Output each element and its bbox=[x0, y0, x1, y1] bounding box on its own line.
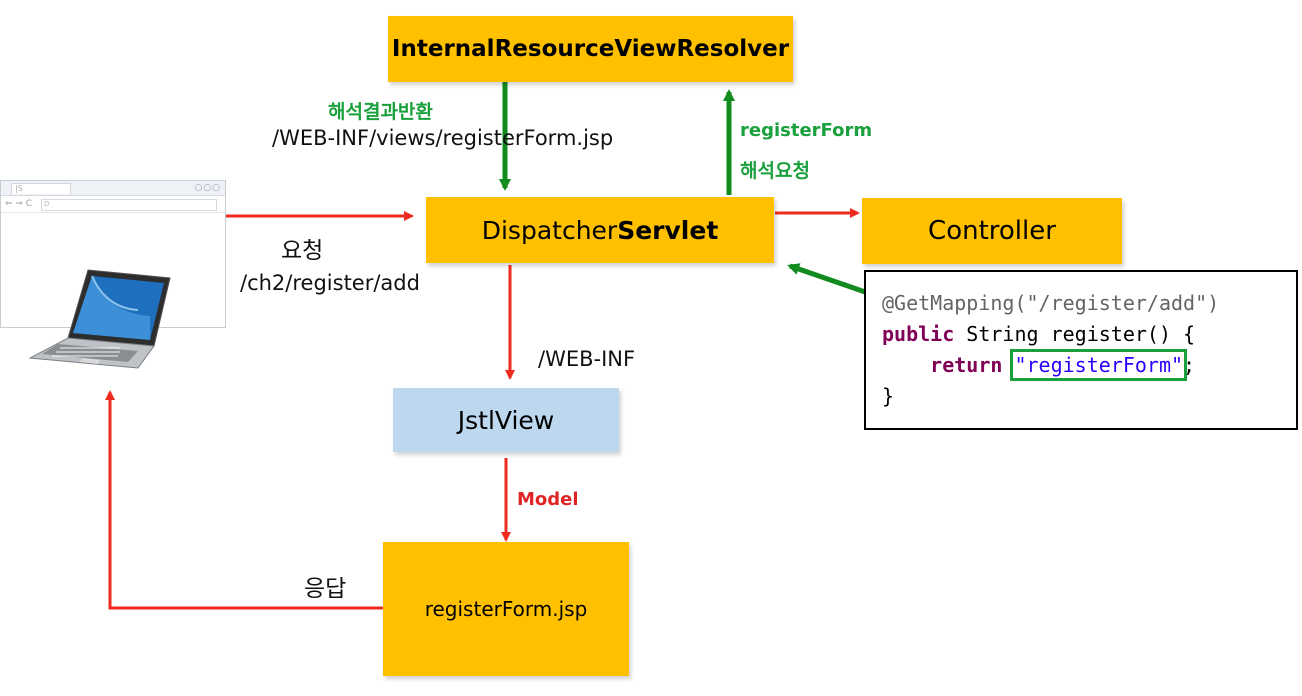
response-arrow bbox=[105, 390, 383, 610]
resolve-path-label: /WEB-INF/views/registerForm.jsp bbox=[272, 126, 614, 150]
resolve-request-label: 해석요청 bbox=[740, 160, 810, 182]
dispatcher-bold: Servlet bbox=[617, 215, 719, 245]
code-keyword-public: public bbox=[882, 322, 955, 346]
code-return-string-highlight: "registerForm" bbox=[1010, 349, 1188, 381]
code-method-signature: String register() { bbox=[954, 322, 1196, 346]
dispatcher-servlet-box: DispatcherServlet bbox=[426, 197, 774, 263]
browser-url-bar: D bbox=[41, 199, 217, 211]
controller-box: Controller bbox=[862, 198, 1122, 264]
code-keyword-return: return bbox=[930, 353, 1003, 377]
window-controls-icon: ○○○ bbox=[194, 183, 221, 193]
jstlview-label: JstlView bbox=[457, 405, 555, 435]
jstlview-box: JstlView bbox=[393, 388, 619, 452]
code-line-method: public String register() { bbox=[882, 319, 1296, 350]
web-inf-label: /WEB-INF bbox=[538, 347, 636, 371]
controller-code-box: @GetMapping("/register/add") public Stri… bbox=[864, 270, 1298, 430]
browser-nav-icons: ⇐ ⇒ C bbox=[5, 199, 33, 209]
code-semicolon: ; bbox=[1183, 353, 1196, 377]
browser-nav-bar: ⇐ ⇒ C D bbox=[1, 196, 225, 213]
code-indent bbox=[882, 353, 930, 377]
view-name-label: registerForm bbox=[740, 120, 873, 141]
jsp-label: registerForm.jsp bbox=[424, 597, 588, 621]
laptop-icon bbox=[28, 269, 171, 369]
code-line-annotation: @GetMapping("/register/add") bbox=[882, 291, 1220, 315]
resolver-label: InternalResourceViewResolver bbox=[391, 36, 790, 62]
dispatcher-prefix: Dispatcher bbox=[481, 215, 618, 245]
code-line-return: return "registerForm"; bbox=[882, 349, 1296, 381]
response-label: 응답 bbox=[304, 576, 347, 602]
code-line-close: } bbox=[882, 384, 895, 408]
jsp-box: registerForm.jsp bbox=[383, 542, 629, 676]
model-label: Model bbox=[517, 489, 579, 510]
resolver-box: InternalResourceViewResolver bbox=[388, 16, 793, 82]
request-path-label: /ch2/register/add bbox=[240, 271, 420, 295]
resolve-result-label: 해석결과반환 bbox=[328, 101, 433, 123]
controller-label: Controller bbox=[928, 216, 1056, 246]
code-space bbox=[1002, 353, 1014, 377]
request-label: 요청 bbox=[281, 238, 324, 264]
browser-tab-bar: |S ○○○ bbox=[1, 181, 225, 196]
dispatcher-label: DispatcherServlet bbox=[482, 216, 719, 245]
browser-tab: |S bbox=[11, 183, 71, 194]
